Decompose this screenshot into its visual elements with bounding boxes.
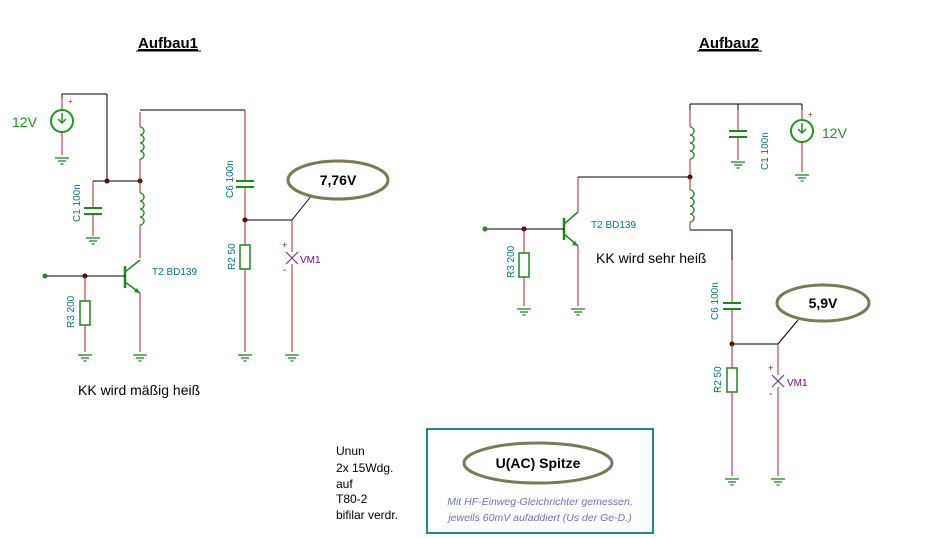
transistor-label-right: T2 BD139 — [591, 220, 636, 231]
voltmeter-label-right: VM1 — [787, 378, 808, 389]
voltmeter-vm1-left: + - — [282, 220, 299, 352]
inductor-bottom-right — [689, 177, 695, 230]
unun-line-3: auf — [336, 477, 353, 491]
voltmeter-vm1-right: + - — [768, 344, 785, 476]
c6-label-right: C6 100n — [710, 282, 721, 320]
info-box: U(AC) Spitze Mit HF-Einweg-Gleichrichter… — [426, 428, 654, 534]
info-text-line-2: jeweils 60mV aufaddiert (Us der Ge-D.) — [446, 512, 631, 524]
resistor-r3-left — [79, 276, 91, 352]
c6-label-left: C6 100n — [225, 160, 236, 198]
supply-label-left: 12V — [12, 114, 38, 130]
reading-value-right: 5,9V — [809, 295, 838, 311]
inductor-bottom-left — [139, 181, 145, 258]
voltage-source-right: + — [790, 110, 814, 172]
resistor-r2-left — [239, 220, 251, 352]
title-aufbau1: Aufbau1 — [138, 35, 198, 52]
unun-note: Unun 2x 15Wdg. auf T80-2 bifilar verdr. — [336, 444, 398, 522]
transistor-t2-left — [123, 259, 141, 352]
note-right: KK wird sehr heiß — [596, 250, 706, 266]
supply-label-right: 12V — [822, 125, 848, 141]
unun-line-2: 2x 15Wdg. — [336, 461, 393, 475]
r2-label-right: R2 50 — [713, 366, 724, 393]
r2-label-left: R2 50 — [227, 243, 238, 270]
transistor-t2-right — [562, 177, 579, 306]
reading-bubble-left: 7,76V — [286, 159, 390, 201]
capacitor-c6-left — [236, 110, 254, 220]
capacitor-c1-left — [84, 181, 102, 236]
reading-value-left: 7,76V — [320, 172, 357, 188]
note-left: KK wird mäßig heiß — [78, 382, 200, 398]
resistor-r2-right — [726, 344, 738, 476]
inductor-top-left — [139, 112, 145, 181]
info-bubble-label: U(AC) Spitze — [496, 455, 581, 471]
svg-text:+: + — [68, 97, 73, 106]
r3-label-right: R3 200 — [506, 245, 517, 278]
info-text-line-1: Mit HF-Einweg-Gleichrichter gemessen, — [447, 496, 633, 508]
transistor-label-left: T2 BD139 — [152, 267, 197, 278]
capacitor-c1-right — [729, 110, 747, 160]
unun-line-4: T80-2 — [336, 492, 368, 506]
svg-text:-: - — [283, 265, 286, 276]
circuit-aufbau1: + 12V C1 100n — [12, 93, 390, 398]
svg-text:+: + — [808, 110, 813, 119]
svg-text:-: - — [769, 389, 772, 400]
title-aufbau2: Aufbau2 — [699, 35, 759, 52]
c1-label-right: C1 100n — [760, 132, 771, 170]
resistor-r3-right — [518, 229, 530, 306]
unun-line-5: bifilar verdr. — [336, 508, 398, 522]
inductor-top-right — [689, 110, 695, 177]
r3-label-left: R3 200 — [66, 295, 77, 328]
reading-bubble-right: 5,9V — [775, 283, 871, 323]
unun-line-1: Unun — [336, 444, 365, 458]
capacitor-c6-right — [723, 260, 741, 344]
c1-label-left: C1 100n — [72, 184, 83, 222]
svg-text:+: + — [768, 363, 773, 373]
circuit-aufbau2: + 12V C1 100n — [482, 103, 871, 486]
svg-text:+: + — [282, 240, 287, 250]
voltage-source-left: + — [50, 97, 74, 155]
voltmeter-label-left: VM1 — [300, 255, 321, 266]
